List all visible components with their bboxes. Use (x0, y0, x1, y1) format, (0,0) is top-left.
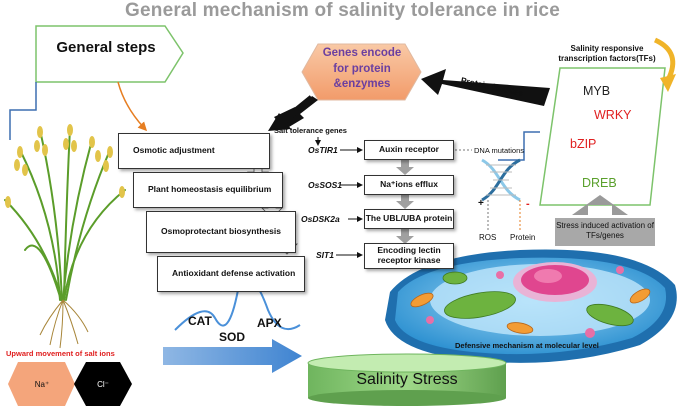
protein-ubl-uba: The UBL/UBA protein (364, 209, 454, 229)
step-homeostasis: Plant homeostasis equilibrium (133, 172, 283, 208)
protein-na-efflux: Na⁺ions efflux (364, 175, 454, 195)
step-antioxidant: Antioxidant defense activation (157, 256, 305, 292)
general-steps-label: General steps (56, 39, 156, 56)
minus-sign: - (526, 198, 530, 210)
activation-box (555, 218, 655, 246)
connector-general-plant (9, 82, 37, 140)
arrow-genes-head (268, 113, 291, 131)
stress-activation-label: Stress induced activation of TFs/genes (556, 221, 654, 240)
arrow-genes-shaft (277, 95, 315, 127)
gene-sit1: SIT1 (316, 250, 334, 260)
dna-mutations-label: DNA mutations (474, 146, 525, 155)
gene-osdsk2a: OsDSK2a (301, 214, 340, 224)
ros-label: ROS (479, 233, 497, 242)
tf-myb: MYB (583, 84, 611, 98)
gene-ossos1: OsSOS1 (308, 180, 343, 190)
cl-ion-label: Cl⁻ (97, 379, 109, 389)
general-steps-box (35, 25, 184, 83)
sod-label: SOD (219, 330, 246, 344)
tf-wrky: WRKY (594, 108, 632, 122)
protein-label: Protein (510, 233, 536, 242)
na-ion-shape (8, 362, 75, 406)
salt-tolerance-genes-label: Salt tolerance genes (274, 126, 347, 135)
plant-cell-illustration (385, 249, 677, 363)
tf-title: Salinity responsive transcription factor… (558, 44, 656, 63)
activation-arrow (572, 195, 628, 215)
apx-label: APX (257, 316, 282, 330)
genes-encode-label: Genes encode for protein &enzymes (322, 47, 402, 91)
gene-ostir1: OsTIR1 (308, 145, 338, 155)
rice-plant-illustration (4, 124, 126, 349)
connector-general-steps (117, 81, 148, 132)
big-blue-arrow (163, 339, 302, 373)
page-title: General mechanism of salinity tolerance … (125, 0, 560, 21)
protein-lectin-kinase: Encoding lectin receptor kinase (364, 243, 454, 269)
na-ion-label: Na⁺ (34, 379, 50, 389)
tf-curve-arrow (653, 37, 676, 82)
defensive-mechanism-label: Defensive mechanism at molecular level (455, 341, 599, 350)
upward-movement-label: Upward movement of salt ions (6, 349, 115, 358)
tf-box (539, 67, 666, 206)
protein-auxin-receptor: Auxin receptor (364, 140, 454, 160)
tf-bzip: bZIP (570, 137, 597, 151)
tf-dreb: DREB (582, 176, 617, 190)
protein-families-arrow (421, 69, 550, 106)
cl-ion-shape (74, 362, 132, 406)
step-osmotic-adjustment: Osmotic adjustment (118, 133, 270, 169)
dna-helix-icon (481, 158, 521, 202)
plus-sign: + (478, 198, 484, 209)
step-osmoprotectant: Osmoprotectant biosynthesis (146, 211, 296, 253)
salinity-stress-label: Salinity Stress (356, 371, 458, 388)
cat-label: CAT (188, 314, 212, 328)
